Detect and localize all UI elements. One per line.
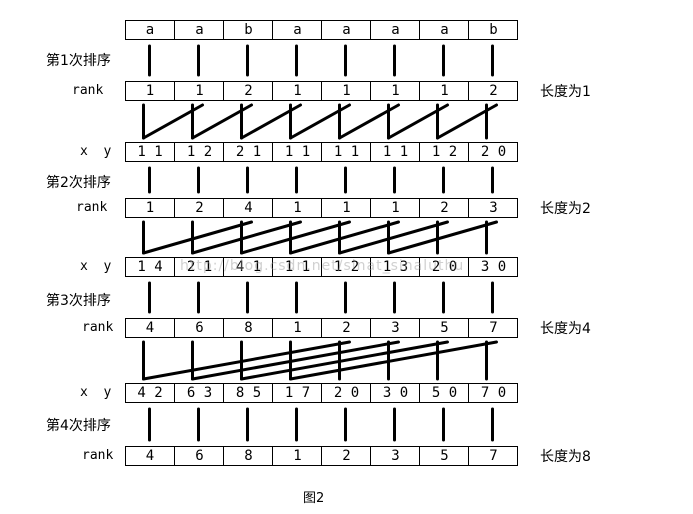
y-connector: [289, 340, 498, 381]
rank1-cell: 1: [370, 81, 420, 101]
rank4-cell: 6: [174, 446, 224, 466]
xy2-cell: 3 0: [468, 257, 518, 277]
pass-label-2: 第2次排序: [46, 175, 111, 191]
chars-cell: a: [174, 20, 224, 40]
y-connector: [191, 340, 400, 381]
rank1-label: rank: [72, 83, 104, 98]
y-connector: [387, 220, 498, 255]
rank2-cell: 2: [419, 198, 469, 218]
chars-cell: a: [321, 20, 371, 40]
xy2-cell: 1 4: [137, 259, 163, 275]
xy1-cell: 2 0: [468, 142, 518, 162]
rank4-cell: 7: [468, 446, 518, 466]
xy3-cell: 6 3: [174, 383, 224, 403]
rank2-cell: 3: [468, 198, 518, 218]
rank3-cell: 5: [419, 318, 469, 338]
rank3-cell: 4: [145, 320, 155, 336]
rank4-cell: 8: [223, 446, 273, 466]
xy3-label: x y: [80, 385, 112, 400]
rank1-cell: 2: [223, 81, 273, 101]
rank2-cell: 1: [321, 198, 371, 218]
rank4-cell: 2: [321, 446, 371, 466]
y-connector: [191, 220, 302, 255]
y-connector: [142, 220, 253, 255]
xy2-cell: 2 0: [419, 257, 469, 277]
rank2-cell: 4: [223, 198, 273, 218]
figure-caption: 图2: [303, 491, 325, 506]
rank4-cell: 5: [419, 446, 469, 466]
rank2-cell: 1: [145, 200, 155, 216]
xy1-cell: 1 2: [174, 142, 224, 162]
pass-label-3: 第3次排序: [46, 293, 111, 309]
rank1-cell: 2: [468, 81, 518, 101]
rank3-cell: 3: [370, 318, 420, 338]
chars-cell: b: [223, 20, 273, 40]
rank1-cell: 1: [174, 81, 224, 101]
rank4-cell: 4: [145, 448, 155, 464]
xy3-cell: 2 0: [321, 383, 371, 403]
rank3-length-label: 长度为4: [540, 321, 591, 337]
rank4-cell: 3: [370, 446, 420, 466]
rank1-cell: 1: [321, 81, 371, 101]
chars-cell: a: [272, 20, 322, 40]
rank2-label: rank: [76, 200, 108, 215]
y-connector: [240, 340, 449, 381]
rank3-label: rank: [82, 320, 114, 335]
xy2-cell: 1 1: [272, 257, 322, 277]
pass-label-4: 第4次排序: [46, 418, 111, 434]
rank3-cell: 7: [468, 318, 518, 338]
xy1-cell: 1 2: [419, 142, 469, 162]
rank2-length-label: 长度为2: [540, 201, 591, 217]
xy1-cell: 1 1: [321, 142, 371, 162]
rank3-cell: 8: [223, 318, 273, 338]
xy1-cell: 1 1: [272, 142, 322, 162]
xy3-cell: 3 0: [370, 383, 420, 403]
xy3-cell: 8 5: [223, 383, 273, 403]
y-connector: [240, 220, 351, 255]
rank2-cell: 1: [370, 198, 420, 218]
rank2-cell: 1: [272, 198, 322, 218]
chars-cell: b: [468, 20, 518, 40]
chars-cell: a: [145, 22, 155, 38]
rank3-cell: 1: [272, 318, 322, 338]
y-connector: [289, 220, 400, 255]
xy3-cell: 5 0: [419, 383, 469, 403]
chars-cell: a: [419, 20, 469, 40]
xy3-cell: 4 2: [137, 385, 163, 401]
y-connector: [142, 340, 351, 381]
xy3-cell: 7 0: [468, 383, 518, 403]
rank1-cell: 1: [419, 81, 469, 101]
rank1-cell: 1: [272, 81, 322, 101]
xy3-cell: 1 7: [272, 383, 322, 403]
xy1-label: x y: [80, 144, 112, 159]
xy2-cell: 1 3: [370, 257, 420, 277]
xy2-cell: 2 1: [174, 257, 224, 277]
rank1-cell: 1: [145, 83, 155, 99]
rank3-cell: 6: [174, 318, 224, 338]
xy2-cell: 1 2: [321, 257, 371, 277]
rank1-length-label: 长度为1: [540, 84, 591, 100]
rank4-label: rank: [82, 448, 114, 463]
xy1-cell: 1 1: [370, 142, 420, 162]
pass-label-1: 第1次排序: [46, 53, 111, 69]
y-connector: [338, 220, 449, 255]
chars-cell: a: [370, 20, 420, 40]
rank4-cell: 1: [272, 446, 322, 466]
xy2-cell: 4 1: [223, 257, 273, 277]
rank2-cell: 2: [174, 198, 224, 218]
xy2-label: x y: [80, 259, 112, 274]
xy1-cell: 2 1: [223, 142, 273, 162]
rank3-cell: 2: [321, 318, 371, 338]
rank4-length-label: 长度为8: [540, 449, 591, 465]
xy1-cell: 1 1: [137, 144, 163, 160]
watermark: http://blog.csdn.net/sinat_sinaluthu: [180, 258, 465, 274]
